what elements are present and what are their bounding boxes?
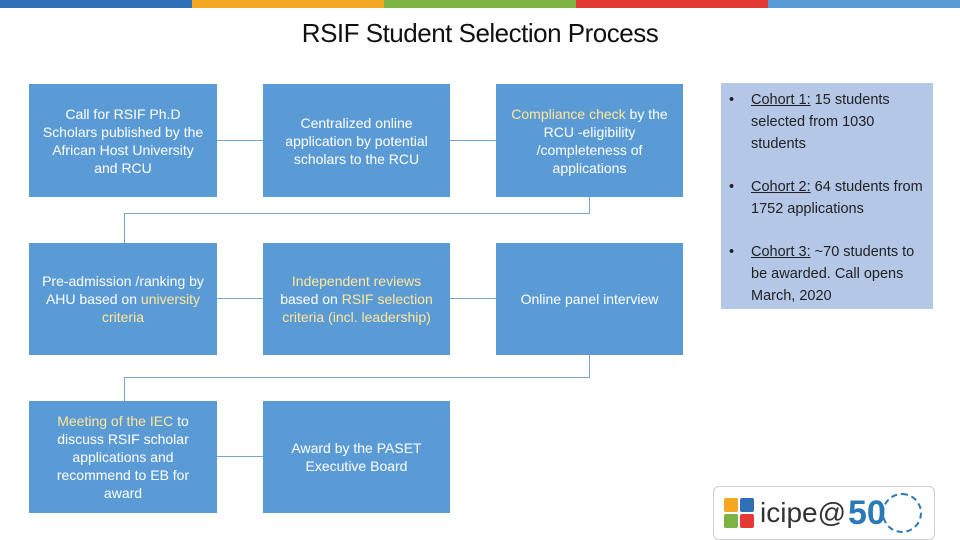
logo-fifty: 50 <box>848 493 886 532</box>
logo-wordmark: icipe@ <box>760 497 847 528</box>
step-text: Online panel interview <box>520 291 659 307</box>
step-text: Compliance check by the RCU -eligibility… <box>508 105 671 177</box>
cohort-label: Cohort 2: <box>751 179 811 195</box>
plain-text: to discuss RSIF scholar applications and… <box>56 413 190 501</box>
step-call-for-scholars: Call for RSIF Ph.D Scholars published by… <box>29 84 217 197</box>
step-text: Independent reviews based on RSIF select… <box>275 272 438 326</box>
step-compliance-check: Compliance check by the RCU -eligibility… <box>496 84 683 197</box>
connector-2-3 <box>450 140 496 141</box>
step-text: Pre-admission /ranking by AHU based on u… <box>41 272 205 326</box>
color-strip <box>192 0 384 8</box>
cohort-text: Cohort 2: 64 students from 1752 applicat… <box>751 176 923 220</box>
color-strip <box>768 0 960 8</box>
connector-3-down <box>589 197 590 213</box>
cohort-text: Cohort 1: 15 students selected from 1030… <box>751 89 923 155</box>
color-strip <box>576 0 768 8</box>
step-iec-meeting: Meeting of the IEC to discuss RSIF schol… <box>29 401 217 513</box>
connector-row2-down <box>124 213 125 243</box>
connector-4-5 <box>217 298 263 299</box>
cow-icon <box>724 514 738 528</box>
connector-1-2 <box>217 140 263 141</box>
highlight-text: Meeting of the IEC <box>57 413 174 429</box>
cohort-label: Cohort 3: <box>751 244 811 260</box>
connector-row2-return <box>124 377 590 378</box>
connector-5-6 <box>450 298 496 299</box>
page-title: RSIF Student Selection Process <box>301 18 659 48</box>
highlight-text: university criteria <box>101 291 201 325</box>
step-text: Meeting of the IEC to discuss RSIF schol… <box>41 412 205 502</box>
logo-icon-grid <box>724 498 754 528</box>
connector-6-down <box>589 355 590 377</box>
cohort-detail: 15 students selected from 1030 students <box>751 92 890 152</box>
cohort-text: Cohort 3: ~70 students to be awarded. Ca… <box>751 241 923 307</box>
bullet: • <box>729 92 735 108</box>
highlight-text: Compliance check <box>511 105 626 122</box>
top-color-bar <box>0 0 960 8</box>
step-award-paset: Award by the PASET Executive Board <box>263 401 450 513</box>
connector-row1-return <box>124 213 590 214</box>
step-independent-reviews: Independent reviews based on RSIF select… <box>263 243 450 355</box>
bullet: • <box>729 244 735 260</box>
step-online-panel-interview: Online panel interview <box>496 243 683 355</box>
plant-icon <box>740 498 754 512</box>
plain-text: based on <box>280 291 342 307</box>
cohort-detail: 64 students from 1752 applications <box>751 179 923 217</box>
step-pre-admission-ranking: Pre-admission /ranking by AHU based on u… <box>29 243 217 355</box>
bullet: • <box>729 179 735 195</box>
highlight-text: Independent reviews <box>291 273 422 289</box>
icipe-logo: icipe@ 50 <box>713 486 935 540</box>
color-strip <box>0 0 192 8</box>
step-text: Call for RSIF Ph.D Scholars published by… <box>42 105 204 176</box>
step-text: Centralized online application by potent… <box>285 114 428 167</box>
color-strip <box>384 0 576 8</box>
plain-text: Pre-admission /ranking by AHU based on <box>42 273 204 307</box>
cohort-label: Cohort 1: <box>751 92 811 108</box>
connector-row3-down <box>124 377 125 401</box>
anniversary-ring-icon <box>882 493 922 533</box>
step-online-application: Centralized online application by potent… <box>263 84 450 197</box>
cohort-item: • Cohort 3: ~70 students to be awarded. … <box>729 241 923 307</box>
cohort-item: • Cohort 1: 15 students selected from 10… <box>729 89 923 155</box>
connector-7-8 <box>217 456 263 457</box>
plain-text: by the RCU -eligibility /completeness of… <box>536 105 668 176</box>
cohort-detail: ~70 students to be awarded. Call opens M… <box>751 244 915 304</box>
sun-icon <box>724 498 738 512</box>
cohort-summary-panel: • Cohort 1: 15 students selected from 10… <box>721 83 933 309</box>
insect-icon <box>740 514 754 528</box>
cohort-item: • Cohort 2: 64 students from 1752 applic… <box>729 176 923 220</box>
highlight-text: RSIF selection criteria (incl. leadershi… <box>282 291 433 325</box>
step-text: Award by the PASET Executive Board <box>291 440 422 474</box>
